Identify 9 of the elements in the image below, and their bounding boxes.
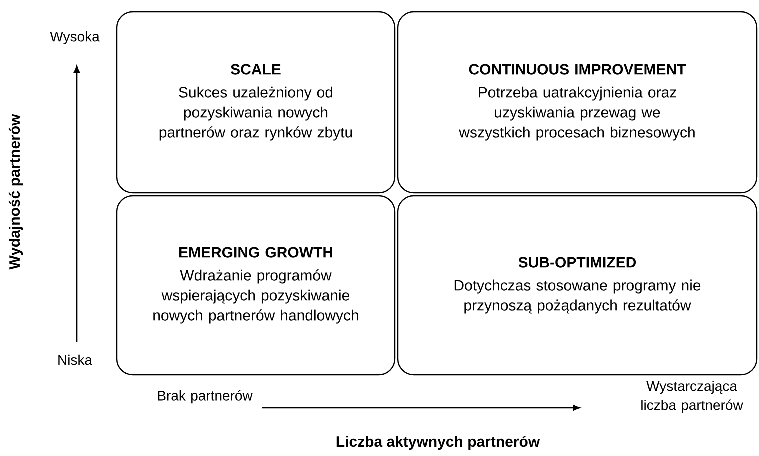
quadrant-box: SCALE Sukces uzależniony od pozyskiwania nowych partnerów oraz rynków zbytu bbox=[116, 11, 396, 194]
axis-label: Wysoka bbox=[50, 31, 100, 45]
quadrant-box: SUB-OPTIMIZED Dotychczas stosowane programy nie przynoszą pożądanych rezultatów bbox=[397, 195, 758, 376]
axis-title: Wydajność partnerów bbox=[8, 114, 24, 270]
quadrant-box: CONTINUOUS IMPROVEMENT Potrzeba uatrakcyjnienia oraz uzyskiwania przewag we wszystkich procesach biznesowych bbox=[397, 11, 758, 194]
axis-label: Niska bbox=[58, 354, 92, 366]
axis-title: Liczba aktywnych partnerów bbox=[336, 436, 540, 450]
axis-label: Brak partnerów bbox=[158, 390, 253, 404]
quadrant-box: EMERGING GROWTH Wdrażanie programów wspierających pozyskiwanie nowych partnerów handlowych bbox=[116, 195, 396, 376]
